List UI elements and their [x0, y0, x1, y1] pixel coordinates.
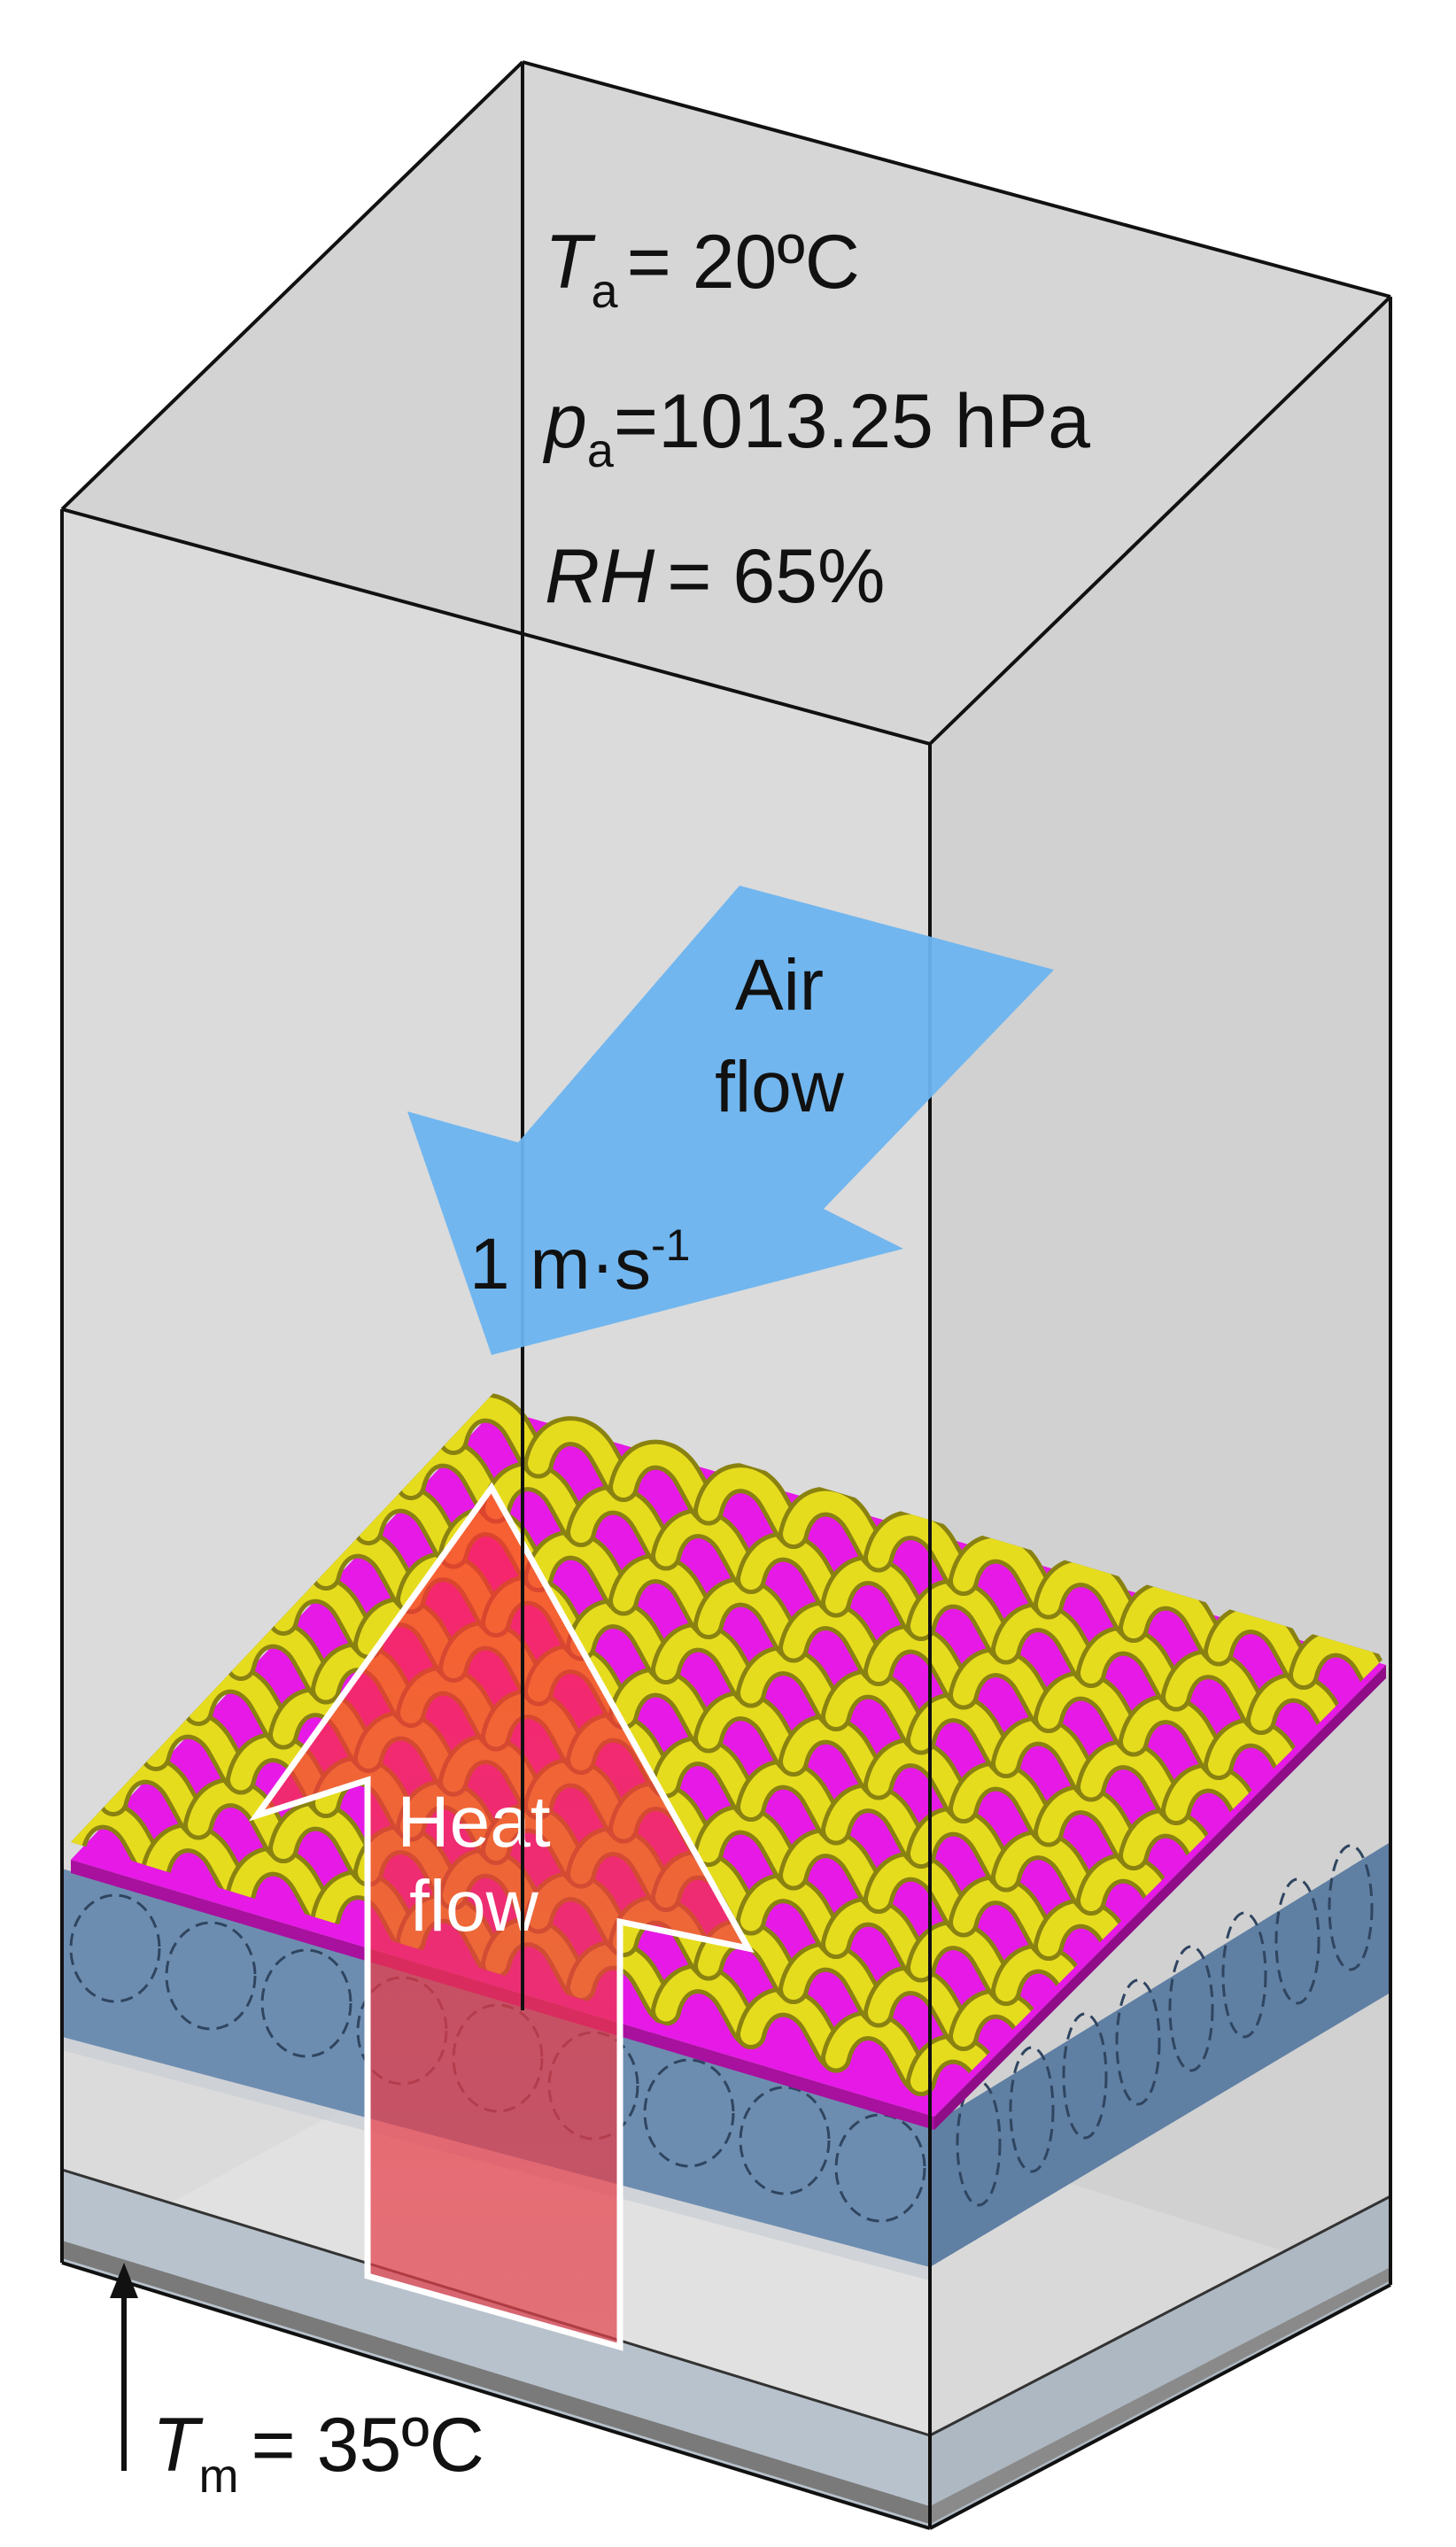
air-flow-speed-value: 1 m·s — [469, 1224, 651, 1304]
inner-fabric-loop — [547, 2031, 639, 2141]
ambient-pressure-value: =1013.25 hPa — [614, 379, 1090, 464]
heat-flow-arrow: Heat flow — [249, 1482, 755, 2351]
membrane-right-edge — [934, 1665, 1386, 2130]
air-flow-speed-exponent: -1 — [651, 1220, 690, 1270]
ambient-pressure-symbol: p — [542, 379, 587, 464]
skin-temperature-label: Tm= 35ºC — [152, 2403, 484, 2503]
inner-fabric-loop — [1168, 1945, 1214, 2072]
heat-flow-label-line2: flow — [409, 1866, 539, 1947]
air-flow-arrow-icon — [407, 886, 1054, 1355]
heat-flow-arrow-icon — [249, 1482, 755, 2351]
skin-plate-right — [930, 2267, 1390, 2524]
inner-fabric-loop — [1009, 2046, 1055, 2173]
inner-fabric-loop — [739, 2086, 831, 2195]
skin-layer-front — [62, 2170, 930, 2528]
inner-fabric-right — [930, 1842, 1390, 2267]
air-flow-label-line2: flow — [715, 1047, 845, 1127]
ambient-temperature-label: Ta= 20ºC — [545, 220, 860, 318]
heat-flow-label-line1: Heat — [397, 1782, 550, 1862]
skin-plate-front — [62, 2241, 930, 2524]
ambient-temperature-symbol: T — [545, 220, 596, 305]
ambient-temperature-value: = 20ºC — [627, 220, 860, 305]
inner-fabric-loop — [956, 2079, 1002, 2207]
inner-fabric-loop — [1062, 2012, 1108, 2140]
inner-fabric-loop — [260, 1948, 352, 2058]
inner-fabric-loop — [165, 1921, 257, 2031]
skin-temperature-subscript: m — [199, 2450, 239, 2503]
relative-humidity-label: RH= 65% — [545, 534, 885, 619]
skin-boundary: Tm= 35ºC — [110, 2263, 484, 2503]
air-flow-speed: 1 m·s-1 — [469, 1220, 690, 1304]
inner-fabric-loop — [1328, 1844, 1374, 1971]
inner-fabric-loop — [1221, 1911, 1267, 2039]
ambient-pressure-subscript: a — [587, 424, 615, 477]
skin-temperature-value: = 35ºC — [252, 2403, 484, 2488]
inner-fabric-loop — [1274, 1877, 1320, 2005]
inner-fabric-loop — [834, 2113, 926, 2223]
air-flow-label-line1: Air — [735, 945, 824, 1026]
inner-fabric-loop — [69, 1893, 161, 2003]
skin-layer-right — [930, 2196, 1390, 2528]
ambient-pressure-label: pa=1013.25 hPa — [542, 379, 1090, 477]
ambient-conditions: Ta= 20ºC pa=1013.25 hPa RH= 65% — [542, 220, 1090, 619]
relative-humidity-symbol: RH — [545, 534, 655, 619]
skin-layer-edge — [929, 2195, 1391, 2437]
relative-humidity-value: = 65% — [667, 534, 885, 619]
ambient-temperature-subscript: a — [592, 265, 619, 318]
inner-fabric-loop — [643, 2058, 735, 2168]
inner-fabric-loop — [1115, 1978, 1161, 2106]
skin-temperature-symbol: T — [152, 2403, 204, 2488]
air-flow-arrow: Air flow 1 m·s-1 — [407, 886, 1054, 1355]
boundary-pointer-arrow-icon — [110, 2263, 138, 2298]
